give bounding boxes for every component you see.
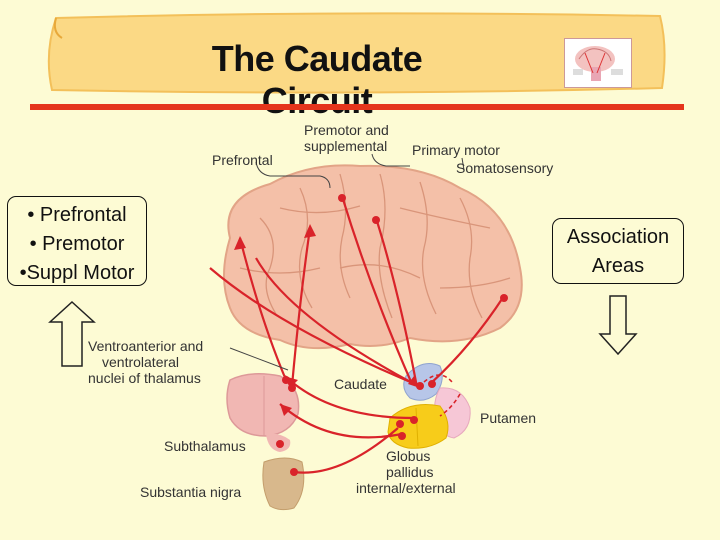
brain-thumbnail-image — [564, 38, 632, 88]
association-label-line1: Association — [566, 226, 670, 248]
label-caudate: Caudate — [334, 376, 387, 392]
label-thalamus-line2: ventrolateral — [102, 354, 180, 370]
cerebral-cortex-shape — [223, 164, 523, 350]
label-premotor-line2: supplemental — [304, 138, 388, 154]
label-globus-line2: pallidus — [386, 464, 434, 480]
label-premotor-line1: Premotor and — [304, 122, 389, 138]
cortical-area-prefrontal: • Prefrontal — [27, 204, 127, 226]
label-subthalamus: Subthalamus — [164, 438, 246, 454]
brain-illustration — [209, 153, 523, 511]
association-areas-box: Association Areas — [552, 218, 684, 284]
cortical-areas-box: • Prefrontal • Premotor •Suppl Motor — [7, 196, 147, 286]
label-prefrontal: Prefrontal — [212, 152, 273, 168]
label-thalamus-line1: Ventroanterior and — [88, 338, 204, 354]
slide-title: The Caudate Circuit — [211, 38, 423, 121]
brain-circuit-figure: Premotor and supplemental Primary motor … — [80, 118, 554, 523]
label-globus-line1: Globus — [386, 448, 431, 464]
up-arrow-icon — [48, 300, 96, 367]
title-underline — [30, 104, 684, 110]
thalamus-shape — [226, 373, 300, 437]
label-globus-line3: internal/external — [356, 480, 456, 496]
down-arrow-icon — [598, 295, 638, 356]
cortical-area-suppl-motor: •Suppl Motor — [19, 262, 135, 284]
label-somatosensory: Somatosensory — [456, 160, 554, 176]
label-substantia-nigra: Substantia nigra — [140, 484, 242, 500]
substantia-nigra-shape — [262, 457, 305, 511]
label-putamen: Putamen — [480, 410, 537, 426]
banner-scroll-shape — [47, 12, 666, 94]
title-banner: The Caudate Circuit — [42, 8, 668, 121]
association-label-line2: Areas — [591, 255, 645, 277]
cortical-area-premotor: • Premotor — [29, 233, 125, 255]
label-primary-motor: Primary motor — [412, 142, 500, 158]
label-thalamus-line3: nuclei of thalamus — [88, 370, 201, 386]
